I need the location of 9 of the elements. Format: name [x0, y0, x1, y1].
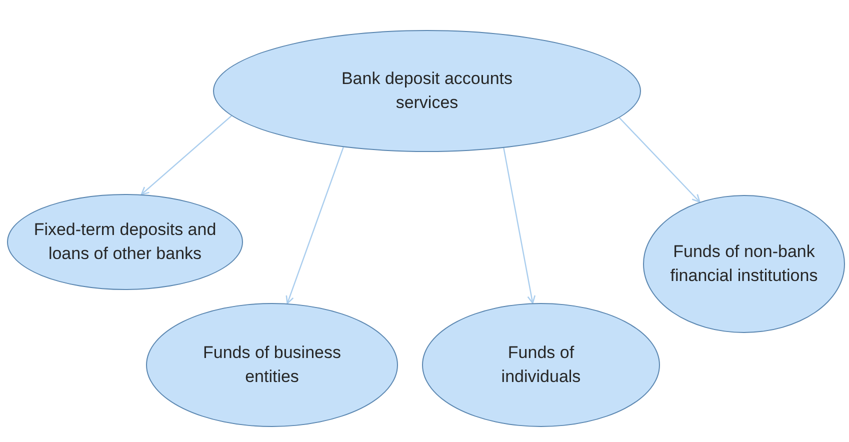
- arrow: [503, 148, 536, 304]
- node-label: Funds of non-bank financial institutions: [669, 240, 819, 287]
- node-label: Fixed-term deposits and loans of other banks: [32, 218, 218, 265]
- arrow: [618, 117, 700, 203]
- arrow: [140, 115, 232, 196]
- node-label: Funds of individuals: [500, 342, 582, 388]
- arrow: [286, 146, 344, 304]
- node-label: Funds of business entities: [202, 342, 342, 388]
- node-label: Bank deposit accounts services: [340, 68, 514, 114]
